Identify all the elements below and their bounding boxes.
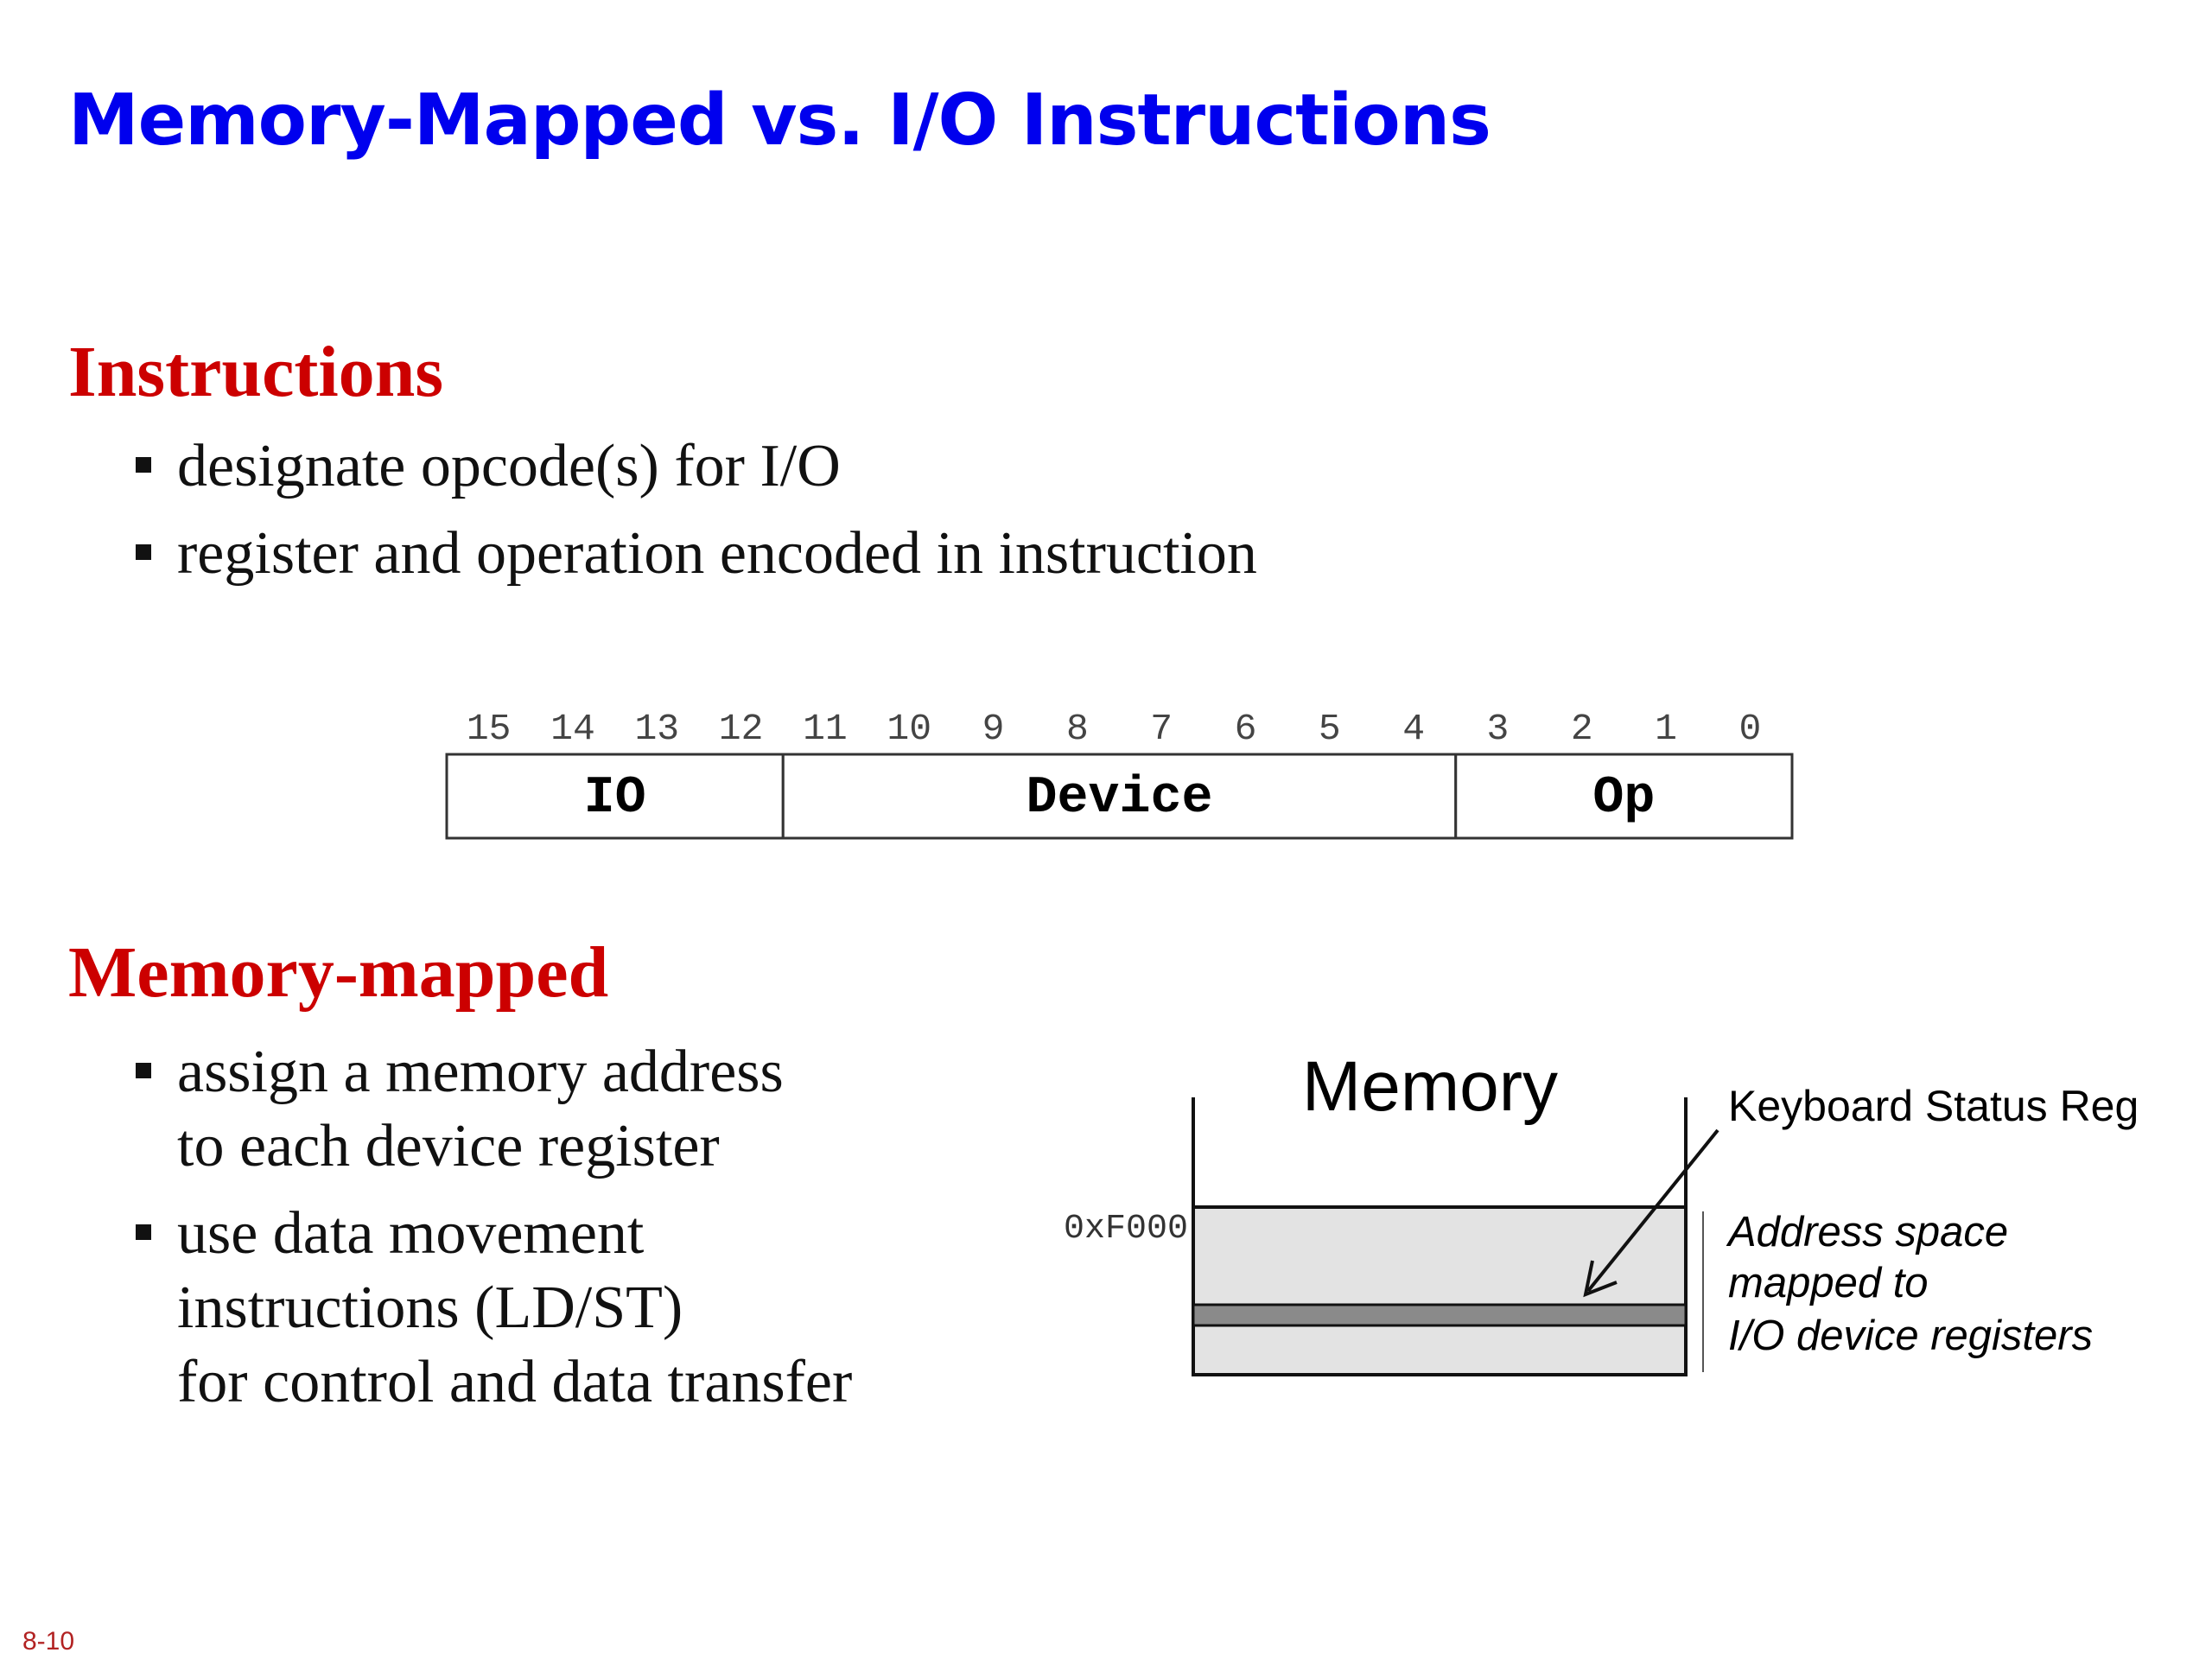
instructions-bullet-1: designate opcode(s) for I/O	[134, 429, 1257, 504]
bit-number-14: 14	[550, 708, 595, 750]
square-bullet-icon	[136, 457, 151, 473]
bit-number-10: 10	[887, 708, 931, 750]
square-bullet-icon	[136, 544, 151, 560]
bit-number-0: 0	[1738, 708, 1761, 750]
address-label: 0xF000	[1064, 1210, 1188, 1249]
instruction-fields: IO Device Op	[445, 753, 1794, 840]
memory-mapped-bullet-2: use data movement instructions (LD/ST) f…	[134, 1197, 852, 1420]
memory-mapped-bullet-list: assign a memory address to each device r…	[134, 1035, 852, 1420]
region-label-line-3: I/O device registers	[1728, 1313, 2093, 1359]
square-bullet-icon	[136, 1224, 151, 1240]
keyboard-status-register-slot	[1192, 1303, 1688, 1327]
bit-number-6: 6	[1235, 708, 1257, 750]
bit-number-4: 4	[1402, 708, 1425, 750]
bit-number-2: 2	[1571, 708, 1593, 750]
bit-number-12: 12	[719, 708, 764, 750]
bit-number-11: 11	[803, 708, 848, 750]
field-label-device: Device	[1026, 769, 1212, 828]
memory-diagram-title: Memory	[1302, 1047, 1558, 1126]
slide-title: Memory-Mapped vs. I/O Instructions	[68, 79, 1491, 162]
field-box-op	[1454, 753, 1794, 840]
bullet-text: use data movement instructions (LD/ST) f…	[177, 1200, 853, 1415]
instructions-heading: Instructions	[68, 332, 444, 412]
memory-diagram: Memory 0xF000 Keyboard Status Reg Addres…	[1064, 1047, 2139, 1376]
region-label-line-2: mapped to	[1728, 1260, 1929, 1306]
bit-number-13: 13	[634, 708, 679, 750]
bit-number-3: 3	[1487, 708, 1510, 750]
bit-number-7: 7	[1150, 708, 1173, 750]
slide-number: 8-10	[22, 1627, 75, 1656]
bit-number-8: 8	[1066, 708, 1089, 750]
field-label-io: IO	[584, 769, 646, 828]
region-label-line-1: Address space	[1726, 1209, 2008, 1255]
instructions-bullet-list: designate opcode(s) for I/O register and…	[134, 429, 1257, 591]
field-box-io	[445, 753, 785, 840]
bullet-text: assign a memory address to each device r…	[177, 1039, 784, 1179]
instructions-bullet-2: register and operation encoded in instru…	[134, 517, 1257, 591]
square-bullet-icon	[136, 1063, 151, 1078]
memory-mapped-heading: Memory-mapped	[68, 932, 609, 1013]
bit-number-1: 1	[1655, 708, 1677, 750]
bullet-text: designate opcode(s) for I/O	[177, 433, 841, 499]
field-label-op: Op	[1592, 769, 1655, 828]
bit-number-15: 15	[467, 708, 512, 750]
keyboard-status-reg-label: Keyboard Status Reg	[1728, 1082, 2139, 1130]
memory-mapped-bullet-1: assign a memory address to each device r…	[134, 1035, 852, 1184]
io-address-region	[1192, 1205, 1688, 1376]
pointer-arrow-head-icon	[1583, 1260, 1618, 1298]
bit-number-5: 5	[1319, 708, 1341, 750]
bullet-text: register and operation encoded in instru…	[177, 520, 1257, 587]
region-label: Address space mapped to I/O device regis…	[1726, 1209, 2093, 1359]
bit-number-9: 9	[982, 708, 1005, 750]
pointer-arrow-line	[1586, 1128, 1719, 1293]
